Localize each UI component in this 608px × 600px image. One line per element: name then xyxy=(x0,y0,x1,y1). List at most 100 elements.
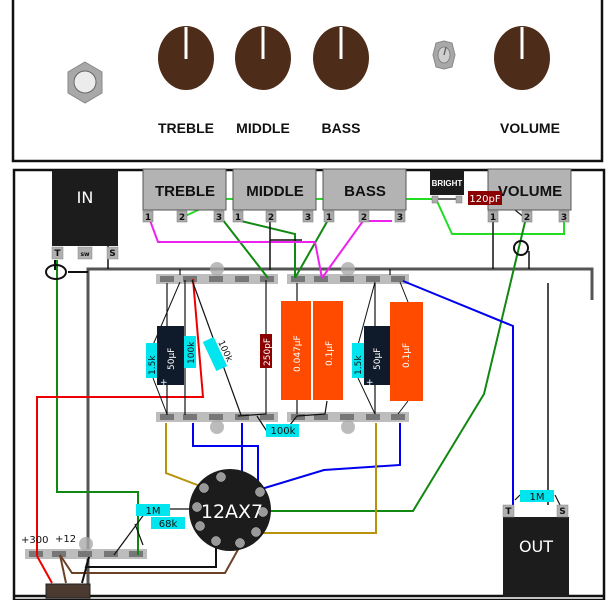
tube-pin-9 xyxy=(216,472,226,482)
toggle-switch-icon[interactable] xyxy=(432,40,456,70)
svg-text:1: 1 xyxy=(235,213,241,223)
label-middle: MIDDLE xyxy=(236,120,290,136)
svg-text:0.1µF: 0.1µF xyxy=(402,343,412,368)
label-treble: TREBLE xyxy=(158,120,214,136)
svg-text:2: 2 xyxy=(524,213,530,223)
power-label-300v: +300 xyxy=(21,535,48,546)
ceramic-cap-250pf: 250pF xyxy=(260,334,273,368)
wire-green-dark-2 xyxy=(240,220,296,278)
terminal-strip-top-left xyxy=(156,262,278,284)
bright-cap-120pf: 120pF xyxy=(468,191,502,205)
svg-text:68k: 68k xyxy=(159,519,178,530)
resistor-1-5k-right: 1.5k xyxy=(352,281,376,415)
svg-text:0.047µF: 0.047µF xyxy=(293,335,303,372)
svg-text:1.5k: 1.5k xyxy=(148,355,158,375)
svg-text:100k: 100k xyxy=(271,426,296,437)
svg-text:TREBLE: TREBLE xyxy=(155,183,215,200)
svg-text:T: T xyxy=(54,249,61,259)
svg-text:3: 3 xyxy=(561,213,567,223)
knob-middle[interactable] xyxy=(235,26,291,90)
tube-pin-5 xyxy=(211,536,221,546)
svg-text:T: T xyxy=(505,507,512,517)
film-cap-0-047uf: 0.047µF xyxy=(281,301,311,400)
tube-pin-6 xyxy=(195,521,205,531)
pot-treble[interactable]: TREBLE 1 2 3 xyxy=(142,168,227,223)
input-jack-nut-icon xyxy=(67,61,103,104)
svg-text:1: 1 xyxy=(326,213,332,223)
svg-text:3: 3 xyxy=(397,213,403,223)
power-label-12v: +12 xyxy=(55,534,76,545)
label-volume: VOLUME xyxy=(500,120,560,136)
svg-text:1: 1 xyxy=(145,213,151,223)
pot-middle[interactable]: MIDDLE 1 2 3 xyxy=(232,168,317,223)
output-jack[interactable]: OUT T S xyxy=(502,504,569,597)
tube-pin-1 xyxy=(255,487,265,497)
wire-green-dark-1 xyxy=(218,214,269,279)
svg-text:0.1µF: 0.1µF xyxy=(325,341,335,366)
wire-red xyxy=(36,278,205,556)
svg-text:2: 2 xyxy=(268,213,274,223)
film-cap-0-1uf-b: 0.1µF xyxy=(390,281,423,415)
wire-loop-volume xyxy=(513,240,529,256)
svg-text:+: + xyxy=(160,378,168,388)
knob-treble[interactable] xyxy=(158,26,214,90)
svg-text:2: 2 xyxy=(179,213,185,223)
wire-blue-1 xyxy=(192,423,259,490)
power-connector xyxy=(45,583,91,599)
svg-text:3: 3 xyxy=(216,213,222,223)
svg-text:VOLUME: VOLUME xyxy=(498,183,562,200)
svg-text:50µF: 50µF xyxy=(373,348,383,370)
ground-bus xyxy=(86,267,594,596)
svg-text:BASS: BASS xyxy=(344,183,386,200)
svg-text:MIDDLE: MIDDLE xyxy=(246,183,304,200)
terminal-strip-bottom-right xyxy=(287,412,409,434)
wire-blue-out xyxy=(402,280,514,505)
svg-text:1.5k: 1.5k xyxy=(354,355,364,375)
svg-text:+: + xyxy=(366,378,374,388)
terminal-strip-top-right xyxy=(287,262,409,284)
svg-text:1: 1 xyxy=(490,213,496,223)
svg-text:250pF: 250pF xyxy=(263,338,273,366)
resistor-68k-grid-stopper: 68k xyxy=(151,517,185,530)
tube-pin-3 xyxy=(251,527,261,537)
resistor-1m-output: 1M xyxy=(520,490,554,503)
wire-blue-3 xyxy=(257,423,401,491)
tube-12ax7[interactable]: 12AX7 xyxy=(189,469,271,551)
wire-magenta-1 xyxy=(147,214,323,279)
svg-text:3: 3 xyxy=(305,213,311,223)
svg-text:S: S xyxy=(559,507,565,517)
svg-text:sw: sw xyxy=(80,251,90,258)
svg-text:50µF: 50µF xyxy=(167,348,177,370)
electrolytic-cap-50uf-right: 50µF + xyxy=(364,326,390,388)
wire-loop-input xyxy=(45,264,67,280)
resistor-100k-slope: 100k xyxy=(266,424,299,437)
wire-green-dark-3 xyxy=(294,219,329,279)
tube-pin-4 xyxy=(235,538,245,548)
resistor-1m-grid: 1M xyxy=(136,504,170,517)
pot-bass[interactable]: BASS 1 2 3 xyxy=(322,168,407,223)
label-bass: BASS xyxy=(322,120,361,136)
svg-text:BRIGHT: BRIGHT xyxy=(432,179,463,188)
bright-switch[interactable]: BRIGHT xyxy=(430,170,464,204)
svg-text:100k: 100k xyxy=(187,341,197,364)
film-cap-0-1uf-a: 0.1µF xyxy=(313,301,343,400)
tube-pin-8 xyxy=(199,483,209,493)
resistor-100k-left-a: 100k xyxy=(184,336,197,368)
wire-gold-1 xyxy=(165,423,201,487)
tube-pin-2 xyxy=(258,507,268,517)
svg-text:1M: 1M xyxy=(530,492,545,503)
knob-volume[interactable] xyxy=(494,26,550,90)
knob-bass[interactable] xyxy=(313,26,369,90)
svg-text:S: S xyxy=(109,249,115,259)
electrolytic-cap-50uf-left: 50µF + xyxy=(157,326,184,388)
wire-brown xyxy=(59,545,241,574)
wire-green-volume xyxy=(265,221,526,512)
terminal-strip-bottom-left xyxy=(156,412,278,434)
input-jack-label: IN xyxy=(77,188,94,207)
wire-gold-2 xyxy=(259,423,377,534)
tube-label: 12AX7 xyxy=(201,501,263,523)
svg-text:1M: 1M xyxy=(146,506,161,517)
input-jack[interactable]: IN T sw S xyxy=(51,170,119,260)
output-jack-label: OUT xyxy=(519,537,553,556)
